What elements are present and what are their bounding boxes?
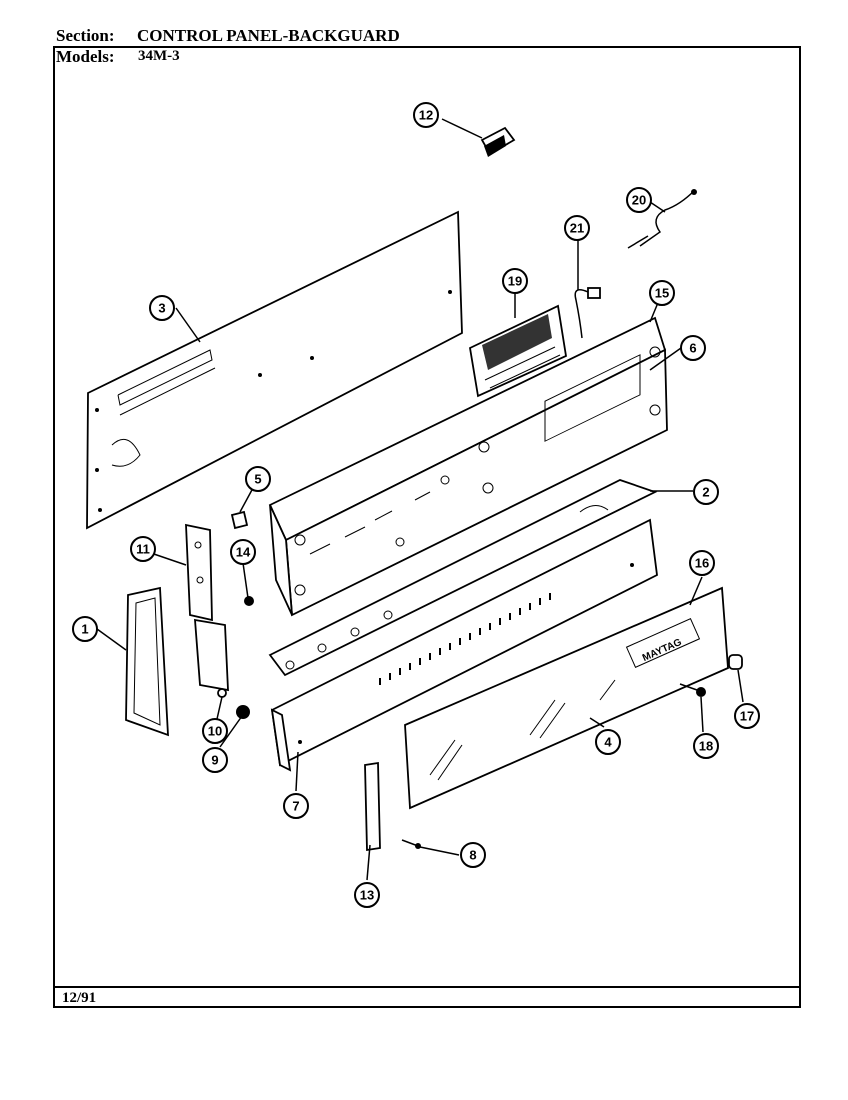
section-label: Section: <box>56 26 115 45</box>
diagram-frame <box>53 46 801 1008</box>
callout-21: 21 <box>564 215 590 241</box>
svg-text:12: 12 <box>419 108 433 123</box>
part-bracket <box>185 523 229 692</box>
models-label: Models: <box>56 47 115 66</box>
svg-text:10: 10 <box>208 724 222 739</box>
svg-text:7: 7 <box>292 799 299 814</box>
callout-13: 13 <box>354 882 380 908</box>
callout-15: 15 <box>649 280 675 306</box>
part-wire-harness <box>627 189 697 249</box>
svg-text:5: 5 <box>254 472 261 487</box>
part-wire-connector <box>574 287 601 339</box>
callout-20: 20 <box>626 187 652 213</box>
svg-text:17: 17 <box>740 709 754 724</box>
callout-1: 1 <box>72 616 98 642</box>
svg-text:4: 4 <box>604 735 612 750</box>
callout-11: 11 <box>130 536 156 562</box>
callout-5: 5 <box>245 466 271 492</box>
callout-12: 12 <box>413 102 439 128</box>
svg-text:6: 6 <box>689 341 696 356</box>
callout-18: 18 <box>693 733 719 759</box>
callout-10: 10 <box>202 718 228 744</box>
svg-text:11: 11 <box>136 542 150 557</box>
part-side-strip <box>364 761 381 852</box>
svg-text:16: 16 <box>695 556 709 571</box>
callout-9: 9 <box>202 747 228 773</box>
part-glass-panel: MAYTAG <box>404 586 729 810</box>
models-value: 34M-3 <box>138 48 180 64</box>
callout-16: 16 <box>689 550 715 576</box>
svg-text:3: 3 <box>158 301 165 316</box>
svg-text:14: 14 <box>236 545 251 560</box>
part-rear-panel <box>86 210 463 530</box>
svg-text:13: 13 <box>360 888 374 903</box>
part-control-panel <box>268 316 668 617</box>
part-hardware <box>217 510 743 849</box>
svg-text:2: 2 <box>702 485 709 500</box>
callout-2: 2 <box>693 479 719 505</box>
part-timer-board <box>469 304 567 398</box>
callout-14: 14 <box>230 539 256 565</box>
svg-text:1: 1 <box>81 622 88 637</box>
revision-date: 12/91 <box>62 990 97 1006</box>
svg-text:21: 21 <box>570 221 584 236</box>
svg-text:15: 15 <box>655 286 669 301</box>
callout-4: 4 <box>595 729 621 755</box>
part-switch <box>480 126 516 157</box>
callout-6: 6 <box>680 335 706 361</box>
part-trim-channel <box>268 479 658 677</box>
svg-text:18: 18 <box>699 739 713 754</box>
svg-text:9: 9 <box>211 753 218 768</box>
svg-text:20: 20 <box>632 193 646 208</box>
part-front-vent-panel <box>270 518 658 772</box>
callout-7: 7 <box>283 793 309 819</box>
footer-divider <box>53 986 801 988</box>
section-title: CONTROL PANEL-BACKGUARD <box>137 26 400 45</box>
svg-text:19: 19 <box>508 274 522 289</box>
callout-3: 3 <box>149 295 175 321</box>
callout-8: 8 <box>460 842 486 868</box>
callout-19: 19 <box>502 268 528 294</box>
callout-17: 17 <box>734 703 760 729</box>
part-end-cap <box>125 586 169 737</box>
svg-text:8: 8 <box>469 848 476 863</box>
